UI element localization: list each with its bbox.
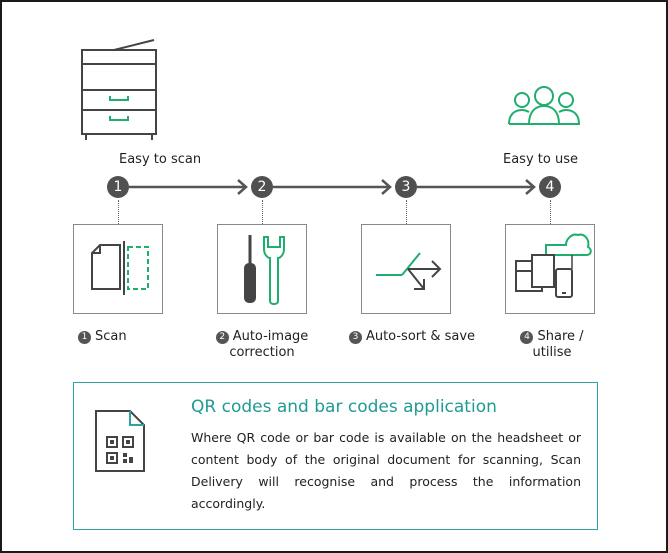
easy-to-use-label: Easy to use [503, 152, 578, 167]
step-1-box [73, 224, 163, 314]
sort-icon [376, 252, 442, 290]
qr-document-icon [95, 410, 145, 472]
step-3-number: 3 [395, 176, 417, 198]
qr-info-box: QR codes and bar codes application Where… [73, 382, 598, 530]
step-3-box [361, 224, 451, 314]
qr-info-title: QR codes and bar codes application [191, 397, 497, 417]
flow-arrows [129, 179, 536, 195]
qr-info-body: Where QR code or bar code is available o… [191, 430, 581, 511]
connector-2 [262, 200, 263, 224]
connector-1 [118, 200, 119, 224]
step-2-number: 2 [251, 176, 273, 198]
scan-icon [91, 241, 149, 295]
printer-icon [81, 39, 157, 140]
step-1-number: 1 [107, 176, 129, 198]
share-devices-icon [515, 233, 592, 298]
tools-icon [244, 235, 285, 305]
users-icon [508, 86, 581, 125]
step-4-number: 4 [539, 176, 561, 198]
connector-3 [406, 200, 407, 224]
step-4-box [505, 224, 595, 314]
connector-4 [550, 200, 551, 224]
step-2-box [217, 224, 307, 314]
easy-to-scan-label: Easy to scan [119, 152, 202, 167]
